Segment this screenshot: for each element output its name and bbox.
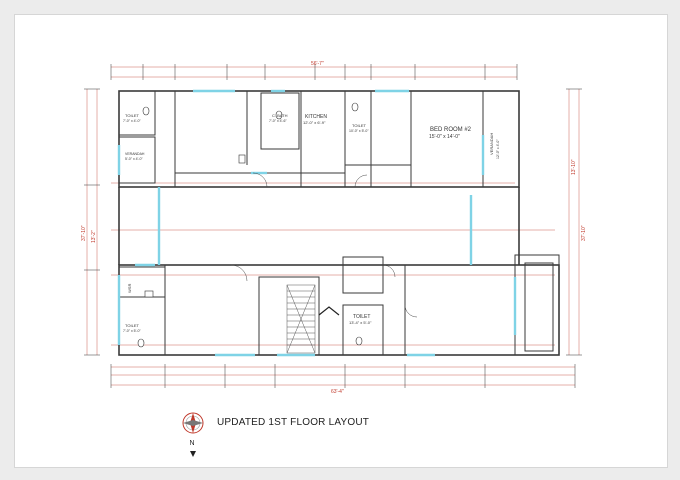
svg-text:5'-0" x 4'-0": 5'-0" x 4'-0" — [125, 157, 143, 161]
dim-top: 56'-7" — [311, 61, 324, 67]
room-verandah-1: VERANDAH — [125, 152, 145, 156]
svg-text:13'-4" x 5'-0": 13'-4" x 5'-0" — [349, 320, 372, 325]
room-wsr: WSR — [127, 284, 132, 293]
svg-text:12'-0" x 4'-0": 12'-0" x 4'-0" — [496, 139, 500, 159]
svg-text:7'-0" x 4'-0": 7'-0" x 4'-0" — [123, 119, 141, 123]
staircase — [286, 284, 340, 354]
dim-left: 37'-10" — [81, 225, 87, 241]
dim-right: 37'-10" — [581, 225, 587, 241]
svg-text:7'-0" x 5'-0": 7'-0" x 5'-0" — [123, 329, 141, 333]
doors — [230, 172, 418, 318]
dim-mid-left: 13'-2" — [91, 230, 97, 243]
svg-text:10'-0" x 5'-0": 10'-0" x 5'-0" — [349, 129, 369, 133]
room-toilet-1: TOILET — [125, 113, 139, 118]
room-bed-room-2: BED ROOM #2 — [430, 127, 472, 133]
dimension-lines — [86, 66, 580, 386]
room-verandah-2: VERANDAH — [489, 133, 494, 155]
room-toilet-3: TOILET — [125, 323, 139, 328]
dim-bottom: 63'-4" — [331, 389, 344, 395]
north-compass-icon: N — [182, 412, 204, 457]
compass-north-label: N — [190, 440, 195, 447]
room-c-bath: C. BATH — [272, 113, 288, 118]
room-labels: TOILET 7'-0" x 4'-0" VERANDAH 5'-0" x 4'… — [123, 113, 500, 333]
svg-text:7'-0" x 4'-6": 7'-0" x 4'-6" — [269, 119, 287, 123]
svg-text:12'-0" x 6'-9": 12'-0" x 6'-9" — [303, 120, 326, 125]
svg-text:15'-0" x 14'-0": 15'-0" x 14'-0" — [429, 134, 460, 140]
dim-mid-right: 13'-10" — [571, 159, 577, 175]
room-toilet-2: TOILET — [352, 123, 366, 128]
floor-plan: TOILET 7'-0" x 4'-0" VERANDAH 5'-0" x 4'… — [81, 61, 587, 395]
drawing-title: UPDATED 1ST FLOOR LAYOUT — [217, 417, 370, 428]
overall-dimensions: 56'-7" 63'-4" 37'-10" 13'-2" 37'-10" 13'… — [81, 61, 587, 395]
room-toilet-4: TOILET — [353, 314, 370, 320]
walls — [118, 90, 560, 356]
drawing-sheet: TOILET 7'-0" x 4'-0" VERANDAH 5'-0" x 4'… — [14, 14, 668, 468]
fixtures — [137, 102, 363, 348]
windows — [117, 89, 517, 357]
room-kitchen: KITCHEN — [305, 114, 327, 120]
